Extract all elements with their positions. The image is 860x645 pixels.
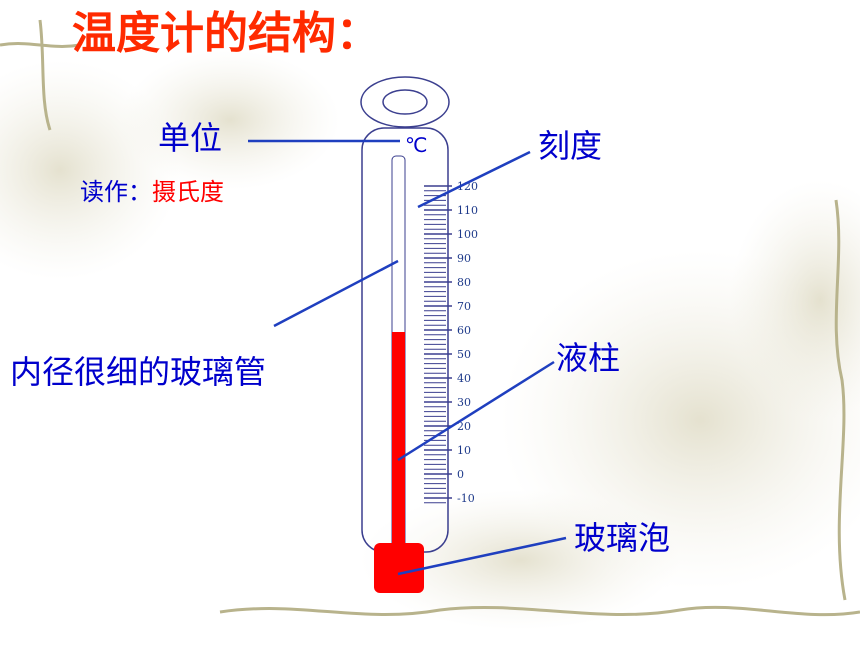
column-label: 液柱	[556, 339, 621, 377]
tick-label: 20	[457, 420, 471, 433]
scale-label: 刻度	[538, 127, 603, 165]
tick-label: -10	[457, 492, 475, 505]
reading-label: 读作：摄氏度	[80, 180, 224, 204]
tick-label: 30	[457, 396, 471, 409]
liquid-column	[392, 332, 405, 548]
leader-tube	[273, 259, 399, 328]
reading-value: 摄氏度	[152, 178, 224, 206]
tick-label: 80	[457, 276, 471, 289]
leader-bulb	[397, 536, 567, 576]
glass-bulb	[374, 543, 424, 593]
tick-label: 90	[457, 252, 471, 265]
reading-prefix: 读作：	[80, 178, 152, 206]
tick-label: 100	[457, 228, 478, 241]
tick-label: 10	[457, 444, 471, 457]
tick-label: 70	[457, 300, 471, 313]
tube-label: 内径很细的玻璃管	[10, 353, 267, 391]
tick-label: 0	[457, 468, 464, 481]
hanging-ring	[360, 76, 450, 128]
tick-label: 40	[457, 372, 471, 385]
tick-label: 60	[457, 324, 471, 337]
leader-column	[397, 360, 555, 462]
tick-label: 50	[457, 348, 471, 361]
tick-label: 110	[457, 204, 478, 217]
unit-label: 单位	[158, 119, 223, 157]
tick-label: 120	[457, 180, 478, 193]
page-title: 温度计的结构：	[72, 8, 380, 59]
leader-scale	[417, 150, 531, 209]
degree-symbol: ℃	[405, 133, 427, 157]
bulb-label: 玻璃泡	[574, 519, 671, 557]
hanging-ring-hole	[382, 89, 428, 115]
